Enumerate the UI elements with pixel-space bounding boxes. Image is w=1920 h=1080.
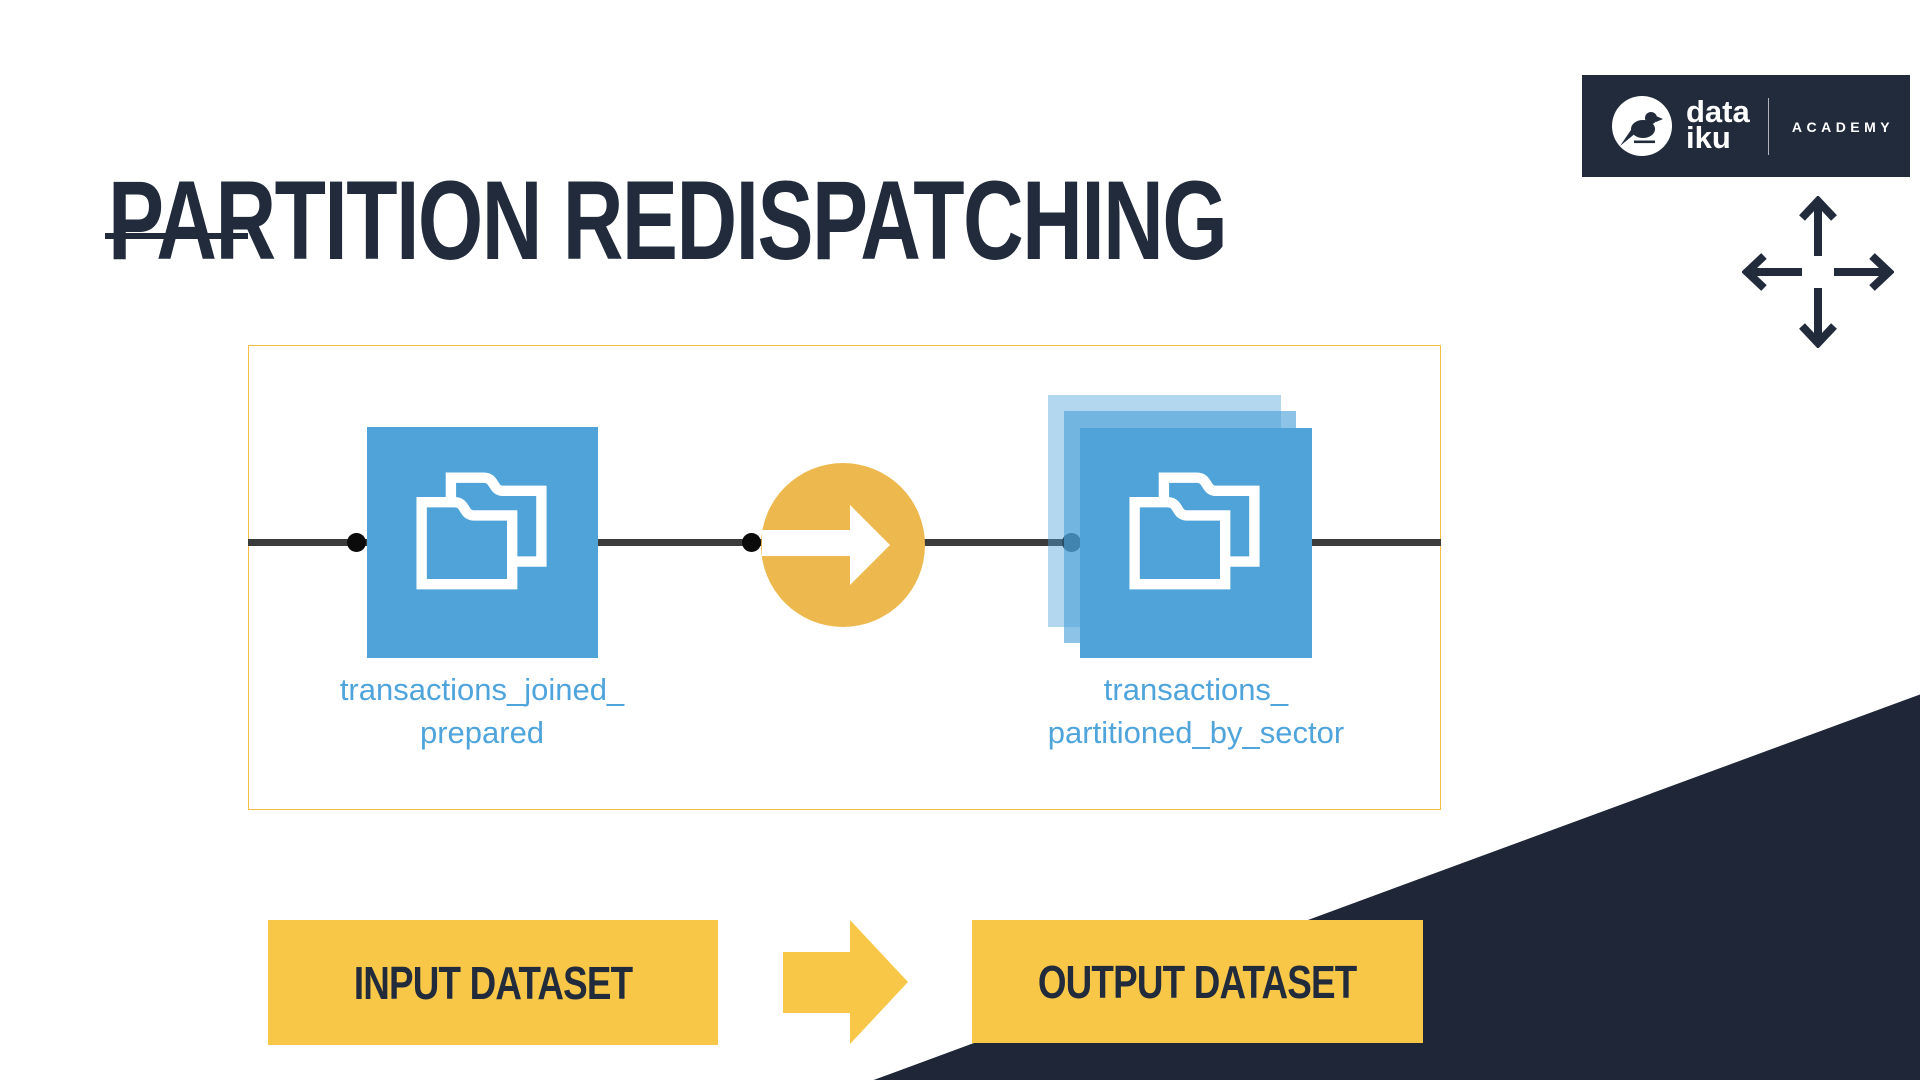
recipe-arrow-icon	[761, 463, 925, 627]
flow-diagram-frame	[248, 345, 1441, 810]
legend-arrow-icon	[783, 920, 908, 1044]
input-dataset-label: transactions_joined_ prepared	[339, 672, 625, 750]
dataset-folder-icon	[416, 472, 547, 590]
dataset-folder-icon	[1129, 472, 1260, 590]
output-dataset-label: transactions_ partitioned_by_sector	[1047, 672, 1345, 750]
move-arrows-icon	[1742, 196, 1894, 348]
logo-divider	[1768, 98, 1769, 155]
logo-word-bottom: iku	[1686, 120, 1731, 155]
flow-connector-dot	[742, 533, 761, 552]
flow-connector-dot	[347, 533, 366, 552]
logo-wordmark: data iku	[1686, 94, 1750, 155]
page-title: PARTITION REDISPATCHING	[108, 158, 1228, 284]
dataiku-academy-logo: data iku ACADEMY	[1582, 75, 1910, 177]
logo-word-top: data	[1686, 94, 1750, 129]
input-dataset-legend: INPUT DATASET	[268, 920, 718, 1045]
title-underline	[105, 233, 248, 239]
dataiku-bird-icon	[1612, 96, 1672, 156]
output-dataset-legend: OUTPUT DATASET	[972, 920, 1423, 1043]
logo-suffix: ACADEMY	[1791, 119, 1895, 135]
